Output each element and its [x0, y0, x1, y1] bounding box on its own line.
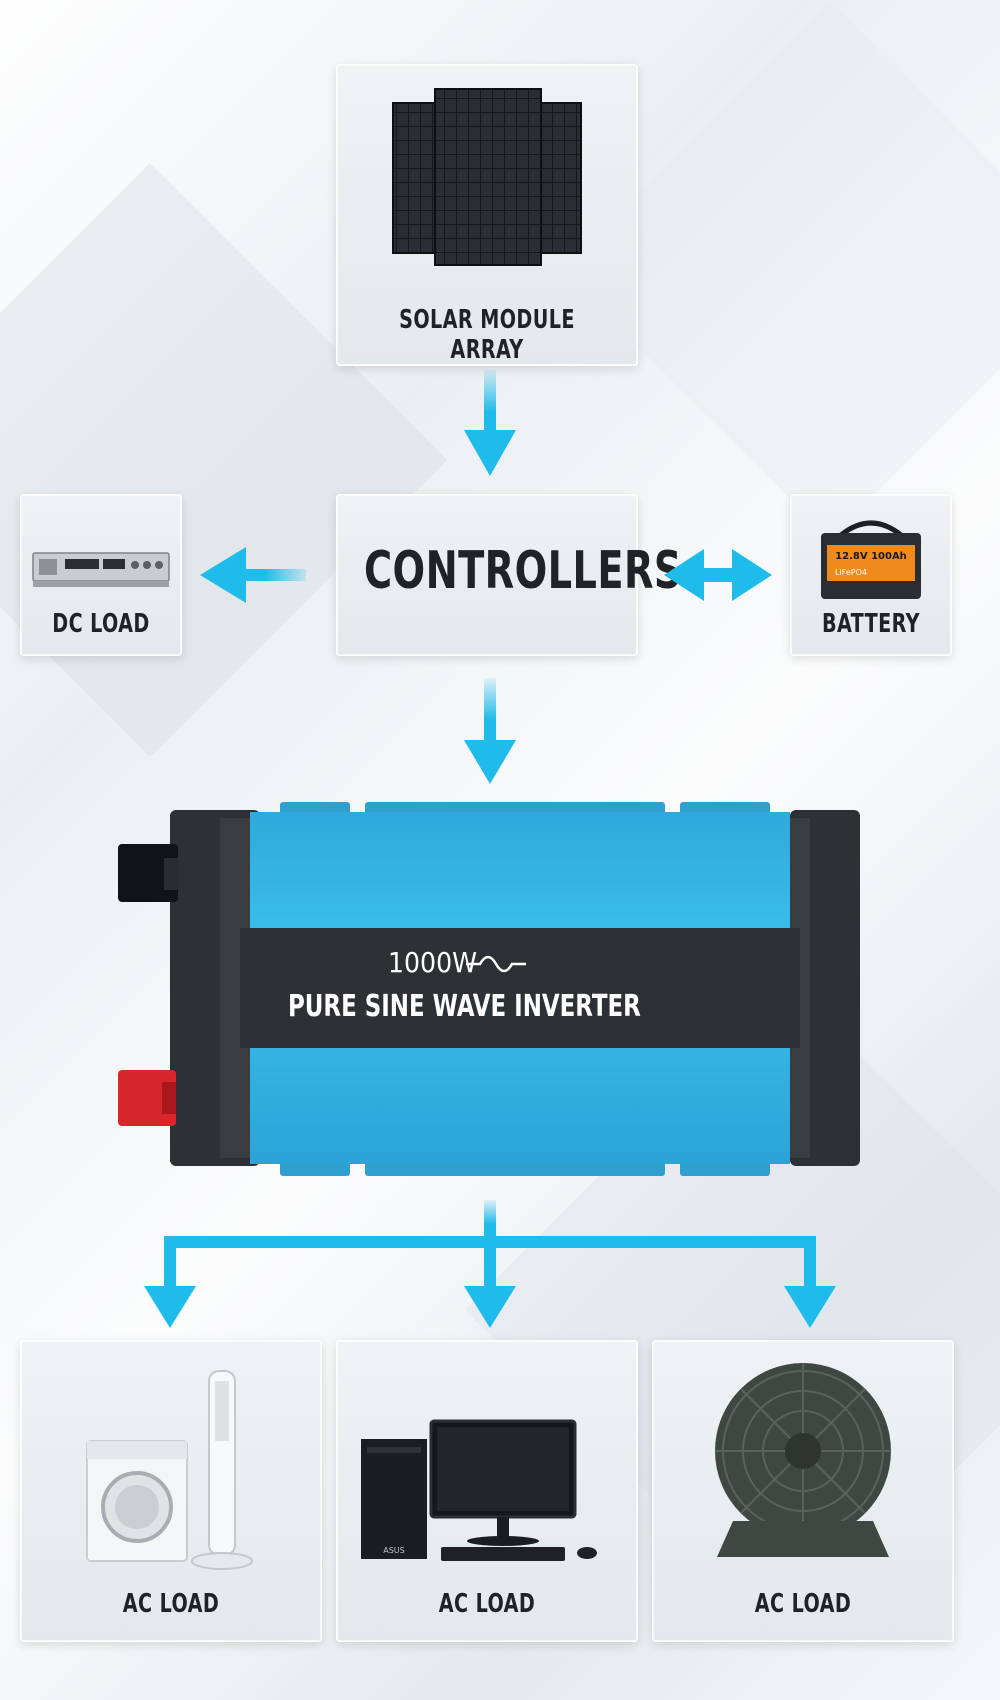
arrow-inverter-to-ac-loads: [144, 1200, 836, 1328]
dc-load-label: DC LOAD: [52, 609, 150, 639]
washing-machine-and-tower-fan-icon: [86, 1370, 253, 1570]
sine-wave-icon: [466, 955, 526, 973]
inverter-title-text: PURE SINE WAVE INVERTER: [288, 988, 641, 1024]
solar-panel-icon: [392, 88, 582, 266]
controllers-label: CONTROLLERS: [364, 541, 682, 601]
ac-load-label-1: AC LOAD: [122, 1589, 220, 1619]
inverter-image: 1000W PURE SINE WAVE INVERTER: [118, 802, 860, 1176]
arrow-solar-to-controllers: [464, 370, 516, 476]
battery-label: BATTERY: [822, 609, 920, 639]
ac-load-card-2: ASUS AC LOAD: [336, 1340, 638, 1642]
battery-type-text: LiFePO4: [835, 568, 867, 577]
ac-load-label-3: AC LOAD: [754, 1589, 852, 1619]
dc-load-device-icon: [32, 552, 170, 587]
battery-rating-text: 12.8V 100Ah: [835, 551, 907, 562]
solar-module-array-card: SOLAR MODULE ARRAY: [336, 64, 638, 366]
ac-load-card-3: AC LOAD: [652, 1340, 954, 1642]
inverter-power-text: 1000W: [388, 947, 477, 980]
controllers-card: CONTROLLERS: [336, 494, 682, 656]
dc-load-card: DC LOAD: [20, 494, 182, 656]
arrow-controllers-to-dc-load: [200, 547, 306, 603]
arrow-controllers-to-inverter: [464, 678, 516, 784]
desktop-computer-icon: ASUS: [361, 1419, 597, 1561]
arrow-controllers-battery-bidirectional: [664, 549, 772, 601]
solar-module-array-label: SOLAR MODULE ARRAY: [399, 305, 575, 365]
pc-brand-text: ASUS: [383, 1546, 404, 1555]
battery-icon: 12.8V 100Ah LiFePO4: [821, 520, 921, 599]
desk-fan-icon: [715, 1363, 891, 1557]
ac-load-label-2: AC LOAD: [438, 1589, 536, 1619]
battery-card: 12.8V 100Ah LiFePO4 BATTERY: [790, 494, 952, 656]
ac-load-card-1: AC LOAD: [20, 1340, 322, 1642]
